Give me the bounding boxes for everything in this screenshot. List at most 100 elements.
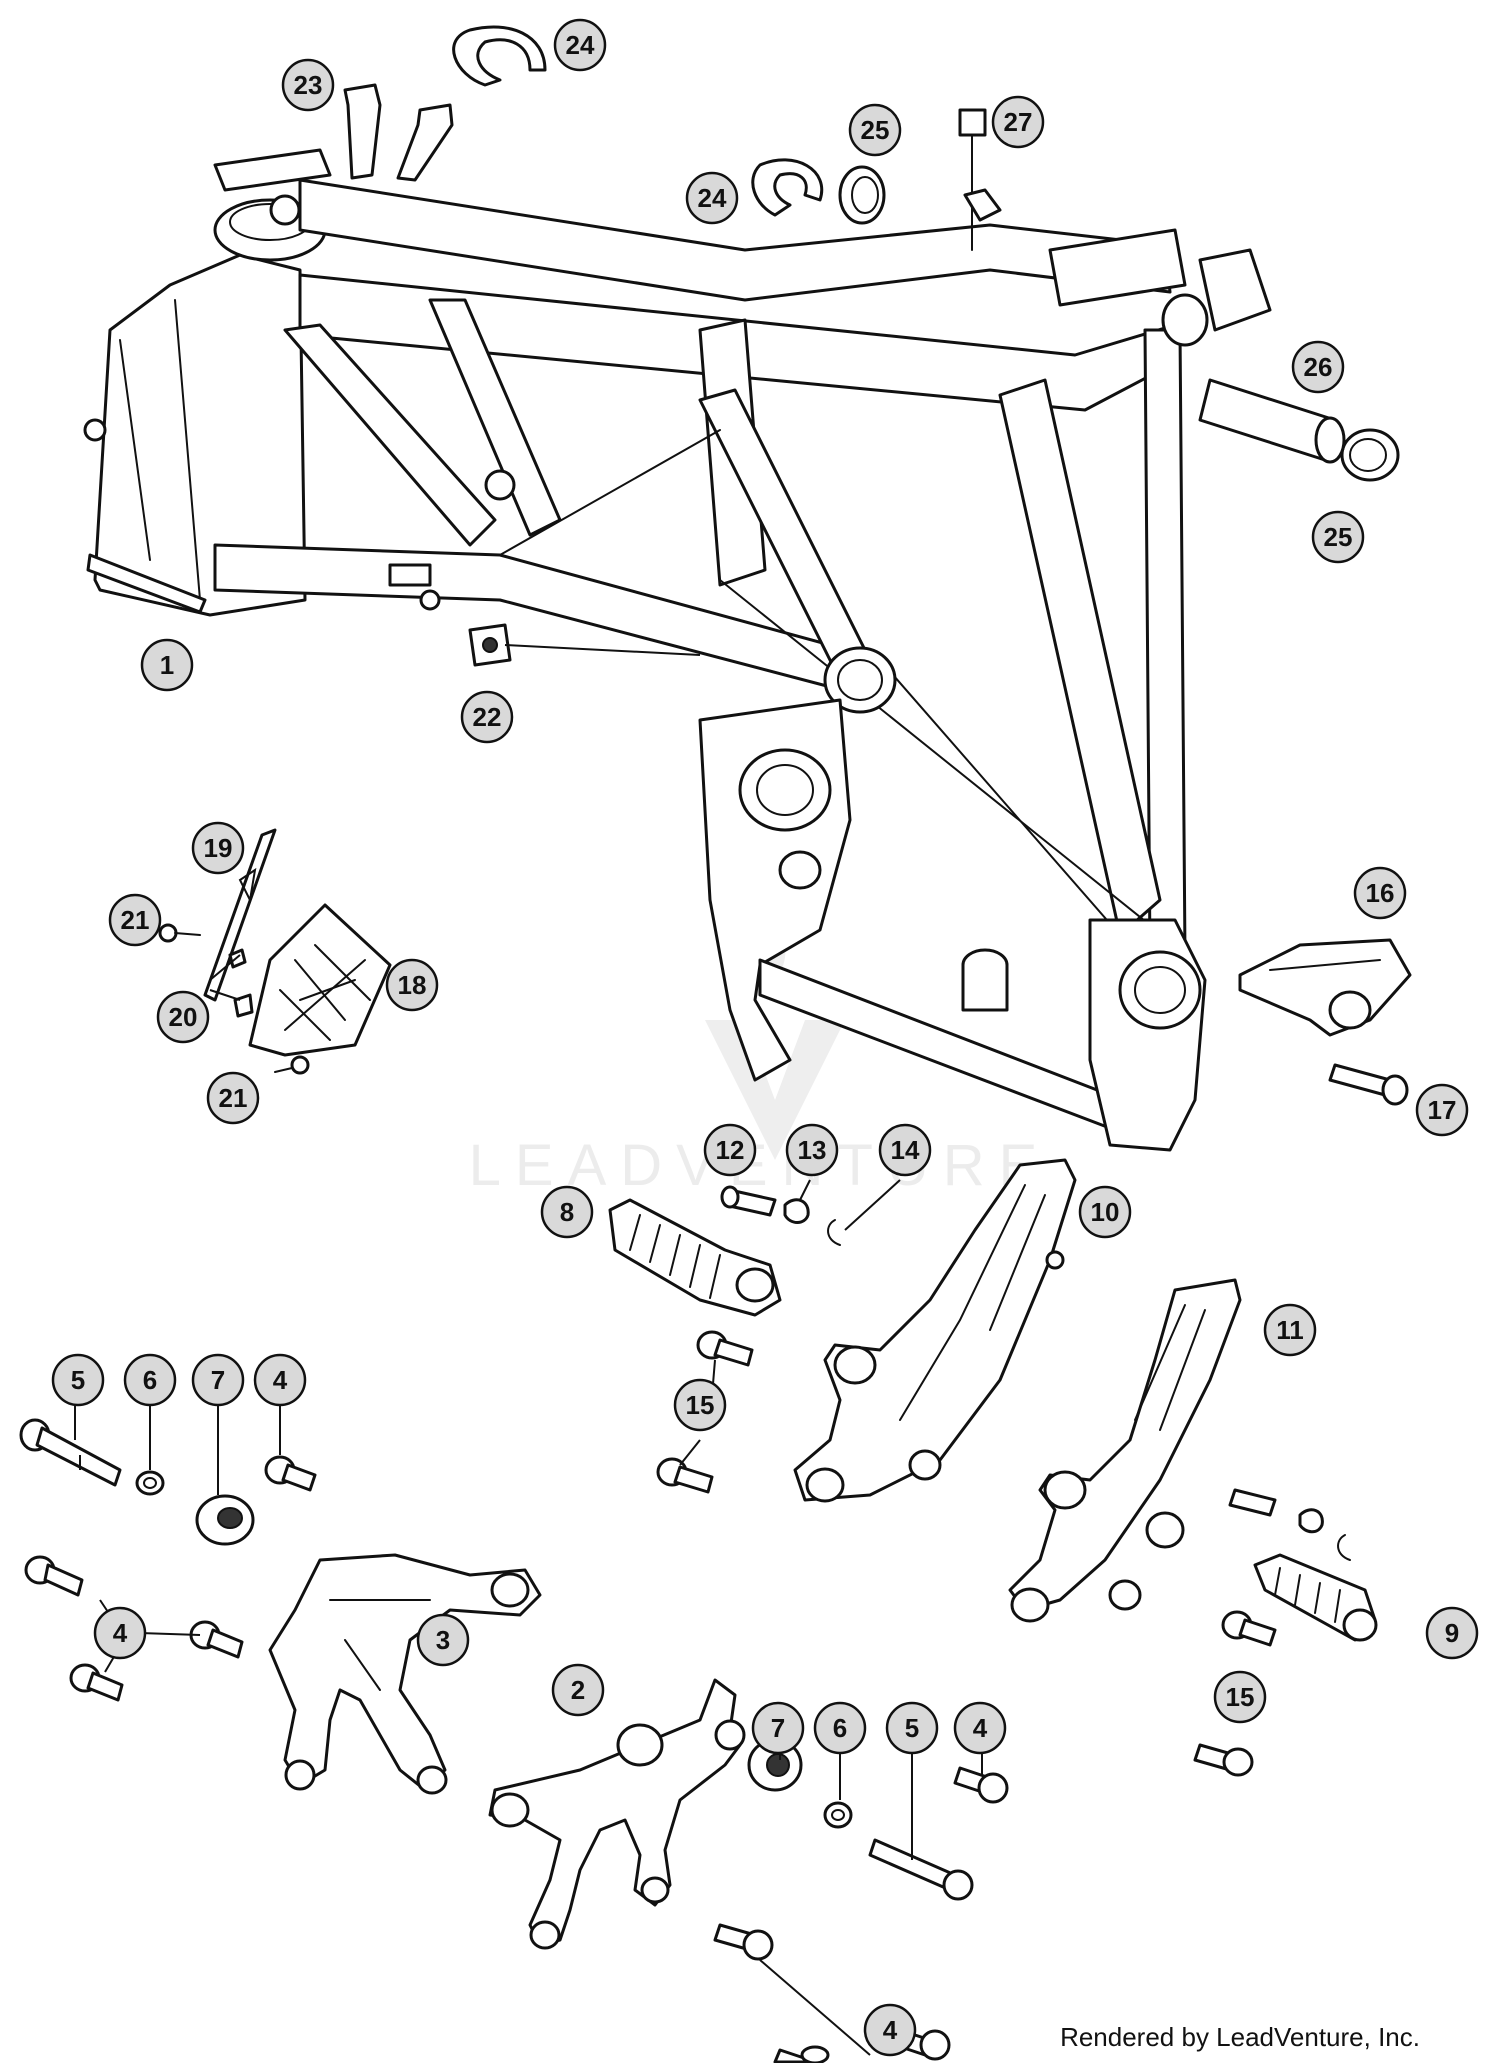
svg-text:14: 14 xyxy=(891,1135,920,1165)
callout-4: 4 xyxy=(253,1353,307,1407)
callout-11: 11 xyxy=(1263,1303,1317,1357)
callout-21: 21 xyxy=(108,893,162,947)
svg-text:11: 11 xyxy=(1276,1315,1304,1345)
footrest-bracket-part-11 xyxy=(1008,1278,1242,1623)
svg-text:19: 19 xyxy=(204,833,233,863)
bracket-part-24-mid xyxy=(751,158,824,217)
bracket-part-24-top xyxy=(452,25,547,87)
chain-guide-part-16 xyxy=(1238,938,1412,1037)
callout-5: 5 xyxy=(885,1701,939,1755)
callout-20: 20 xyxy=(156,990,210,1044)
footpeg-part-9 xyxy=(1253,1553,1378,1642)
callout-23: 23 xyxy=(281,58,335,112)
bolt-part-4-left-top xyxy=(264,1455,317,1492)
bolt-part-4-left-cluster xyxy=(24,1555,244,1702)
svg-text:3: 3 xyxy=(436,1625,450,1655)
pin-part-12 xyxy=(720,1185,777,1217)
svg-text:4: 4 xyxy=(273,1365,288,1395)
callout-22: 22 xyxy=(460,690,514,744)
heel-guard-part-18 xyxy=(248,903,392,1057)
callout-15: 15 xyxy=(673,1378,727,1432)
callout-18: 18 xyxy=(385,958,439,1012)
svg-text:8: 8 xyxy=(560,1197,574,1227)
svg-text:5: 5 xyxy=(905,1713,919,1743)
svg-text:7: 7 xyxy=(771,1713,785,1743)
svg-text:13: 13 xyxy=(798,1135,827,1165)
clip-part-14-right xyxy=(1337,1534,1351,1561)
callout-24: 24 xyxy=(685,171,739,225)
callout-16: 16 xyxy=(1353,866,1407,920)
callout-25: 25 xyxy=(848,103,902,157)
svg-text:22: 22 xyxy=(473,702,502,732)
spring-part-13 xyxy=(783,1198,810,1224)
callout-7: 7 xyxy=(191,1353,245,1407)
callout-17: 17 xyxy=(1415,1083,1469,1137)
callout-12: 12 xyxy=(703,1123,757,1177)
screw-part-21 xyxy=(158,923,310,1075)
svg-text:7: 7 xyxy=(211,1365,225,1395)
callout-25: 25 xyxy=(1311,510,1365,564)
svg-text:6: 6 xyxy=(833,1713,847,1743)
svg-text:21: 21 xyxy=(219,1083,248,1113)
bolt-part-27 xyxy=(958,108,1002,251)
svg-text:24: 24 xyxy=(698,183,727,213)
svg-text:4: 4 xyxy=(113,1618,128,1648)
callout-9: 9 xyxy=(1425,1606,1479,1660)
callout-8: 8 xyxy=(540,1185,594,1239)
footrest-bracket-part-10 xyxy=(793,1158,1077,1503)
callout-6: 6 xyxy=(813,1701,867,1755)
callout-13: 13 xyxy=(785,1123,839,1177)
svg-text:4: 4 xyxy=(973,1713,988,1743)
callout-15: 15 xyxy=(1213,1670,1267,1724)
bushing-part-7-right xyxy=(747,1738,803,1792)
svg-text:15: 15 xyxy=(1226,1682,1255,1712)
callout-6: 6 xyxy=(123,1353,177,1407)
washer-part-6-right xyxy=(823,1801,853,1829)
svg-text:17: 17 xyxy=(1428,1095,1457,1125)
callout-27: 27 xyxy=(991,95,1045,149)
bolt-part-15-right-lower xyxy=(1193,1743,1254,1777)
rendered-by-credit: Rendered by LeadVenture, Inc. xyxy=(1060,2022,1420,2052)
callout-7: 7 xyxy=(751,1701,805,1755)
sleeve-part-26 xyxy=(1198,378,1346,464)
svg-text:5: 5 xyxy=(71,1365,85,1395)
callout-1: 1 xyxy=(140,638,194,692)
clip-part-22 xyxy=(468,623,701,667)
callout-26: 26 xyxy=(1291,340,1345,394)
svg-text:12: 12 xyxy=(716,1135,745,1165)
bolt-part-15-right-upper xyxy=(1221,1610,1277,1647)
callout-5: 5 xyxy=(51,1353,105,1407)
svg-text:10: 10 xyxy=(1091,1197,1120,1227)
bolt-part-5-left xyxy=(19,1418,122,1487)
footpeg-part-8 xyxy=(608,1198,782,1317)
svg-text:27: 27 xyxy=(1004,107,1033,137)
spring-part-13-right xyxy=(1298,1508,1324,1534)
svg-text:25: 25 xyxy=(1324,522,1353,552)
svg-text:21: 21 xyxy=(121,905,150,935)
pin-part-12-right xyxy=(1228,1488,1277,1517)
clip-part-14 xyxy=(827,1219,841,1246)
callout-24: 24 xyxy=(553,18,607,72)
svg-text:20: 20 xyxy=(169,1002,198,1032)
callout-19: 19 xyxy=(191,821,245,875)
svg-text:23: 23 xyxy=(294,70,323,100)
callout-4: 4 xyxy=(863,2003,917,2057)
bushing-part-7-left xyxy=(195,1494,255,1546)
callout-10: 10 xyxy=(1078,1185,1132,1239)
svg-text:4: 4 xyxy=(883,2015,898,2045)
footrest-carrier-part-2 xyxy=(488,1678,746,1950)
callout-4: 4 xyxy=(93,1606,147,1660)
leader-lines xyxy=(74,954,983,1860)
callout-4: 4 xyxy=(953,1701,1007,1755)
bolt-part-4-bottom-cluster xyxy=(713,1923,951,2063)
svg-text:2: 2 xyxy=(571,1675,585,1705)
washer-part-6-left xyxy=(135,1470,165,1496)
svg-text:18: 18 xyxy=(398,970,427,1000)
svg-text:6: 6 xyxy=(143,1365,157,1395)
callout-3: 3 xyxy=(416,1613,470,1667)
svg-text:24: 24 xyxy=(566,30,595,60)
frame-part-1 xyxy=(83,148,1272,1152)
callout-14: 14 xyxy=(878,1123,932,1177)
pin-part-23 xyxy=(343,83,454,182)
